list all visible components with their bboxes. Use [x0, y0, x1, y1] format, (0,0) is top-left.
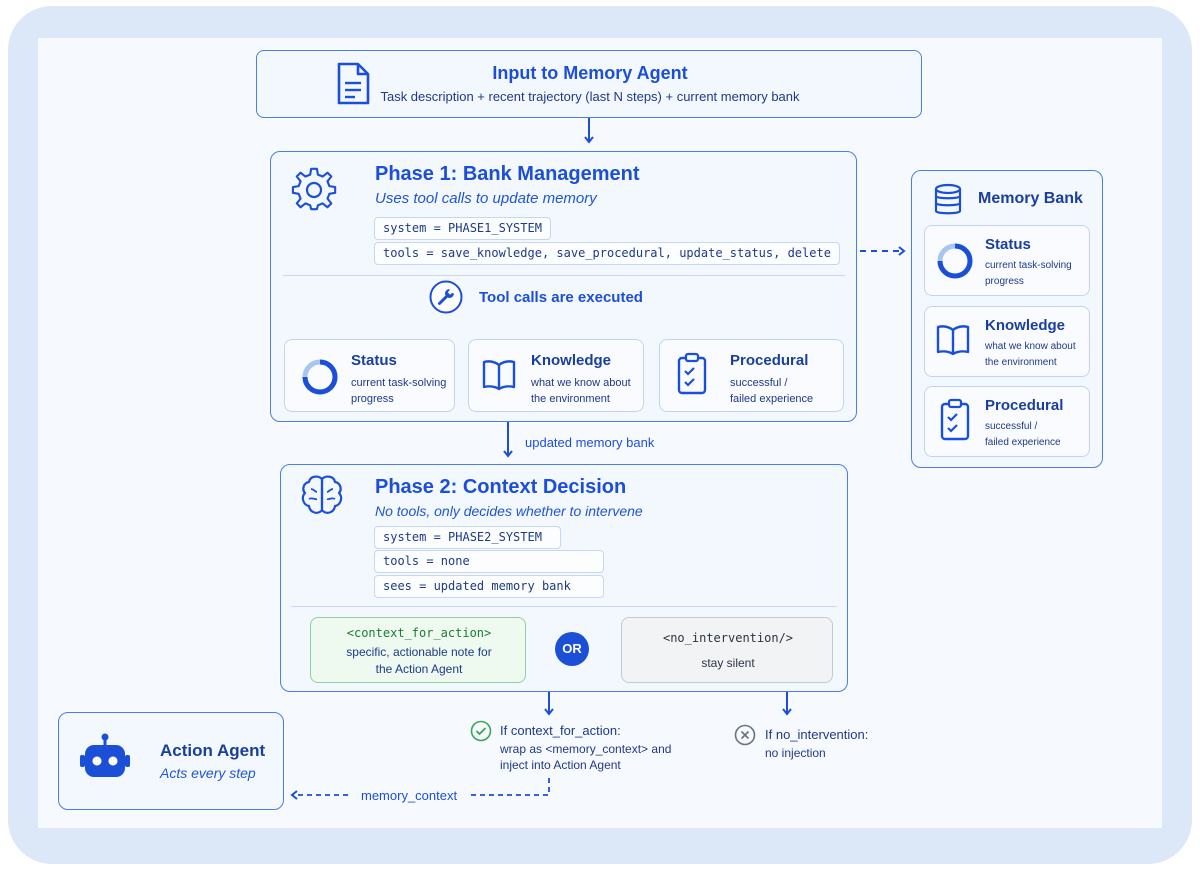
memory-bank-procedural-line2: failed experience [985, 437, 1061, 448]
gear-icon [291, 167, 337, 211]
phase1-knowledge-card: Knowledge what we know about the environ… [468, 339, 644, 412]
clipboard-check-icon [677, 352, 707, 395]
memory-bank-knowledge-title: Knowledge [985, 317, 1066, 334]
memory-context-label: memory_context [361, 788, 458, 803]
action-agent-subtitle: Acts every step [160, 765, 256, 781]
or-label: OR [562, 641, 582, 656]
phase1-system-code: system = PHASE1_SYSTEM [374, 217, 551, 240]
check-circle-icon [470, 720, 492, 742]
no-intervention-tag: <no_intervention/> [662, 631, 794, 645]
memory-bank-status-line2: progress [985, 276, 1024, 287]
phase2-subtitle: No tools, only decides whether to interv… [375, 503, 643, 519]
phase1-knowledge-title: Knowledge [531, 352, 612, 369]
memory-bank-procedural-title: Procedural [985, 397, 1064, 414]
memory-bank-status-line1: current task-solving [985, 260, 1072, 271]
robot-icon [80, 733, 130, 777]
brain-icon [301, 475, 343, 514]
clipboard-check-icon [940, 398, 970, 441]
phase1-tools-code: tools = save_knowledge, save_procedural,… [374, 242, 840, 265]
action-agent-title: Action Agent [160, 741, 266, 760]
memory-bank-panel: Memory Bank Status current task-solving … [911, 170, 1103, 468]
phase2-system-code: system = PHASE2_SYSTEM [374, 526, 561, 549]
input-box: Input to Memory Agent Task description +… [256, 50, 922, 118]
phase2-sees-code: sees = updated memory bank [374, 575, 604, 598]
phase1-status-line2: progress [351, 393, 394, 405]
phase1-status-title: Status [351, 352, 397, 369]
memory-bank-status-card: Status current task-solving progress [924, 225, 1090, 296]
memory-bank-title: Memory Bank [978, 190, 1083, 207]
phase1-title: Phase 1: Bank Management [375, 163, 640, 185]
phase1-divider [283, 275, 845, 276]
phase1-procedural-title: Procedural [730, 352, 809, 369]
phase2-tools-code: tools = none [374, 550, 604, 573]
phase2-box: Phase 2: Context Decision No tools, only… [280, 464, 848, 692]
phase1-status-card: Status current task-solving progress [284, 339, 455, 412]
outcome-a-line2: wrap as <memory_context> and [500, 742, 672, 756]
phase2-title: Phase 2: Context Decision [375, 476, 627, 498]
input-title: Input to Memory Agent [492, 63, 688, 83]
memory-bank-status-title: Status [985, 236, 1031, 253]
x-circle-icon [734, 724, 756, 746]
updated-memory-bank-label: updated memory bank [525, 435, 655, 450]
phase2-divider [291, 606, 837, 607]
phase1-procedural-line1: successful / [730, 377, 788, 389]
memory-bank-knowledge-card: Knowledge what we know about the environ… [924, 306, 1090, 377]
phase1-knowledge-line2: the environment [531, 393, 610, 405]
no-intervention-line1: stay silent [701, 656, 755, 670]
context-for-action-tag: <context_for_action> [346, 626, 492, 640]
phase1-procedural-card: Procedural successful / failed experienc… [659, 339, 844, 412]
arrow-memory-context-to-action-agent [290, 778, 550, 800]
memory-bank-procedural-line1: successful / [985, 421, 1038, 432]
context-for-action-line1: specific, actionable note for [346, 645, 492, 659]
outcome-b-line1: If no_intervention: [765, 727, 869, 742]
book-icon [482, 360, 516, 391]
outcome-b-line2: no injection [765, 746, 826, 760]
database-icon [934, 183, 962, 215]
tool-calls-executed-label: Tool calls are executed [479, 289, 643, 306]
progress-ring-icon [937, 243, 973, 279]
phase1-procedural-line2: failed experience [730, 393, 814, 405]
wrench-icon [429, 280, 463, 314]
or-badge: OR [555, 632, 589, 666]
progress-ring-icon [302, 359, 338, 395]
phase1-box: Phase 1: Bank Management Uses tool calls… [270, 151, 857, 422]
outcome-a-line1: If context_for_action: [500, 723, 621, 738]
phase1-knowledge-line1: what we know about [531, 377, 631, 389]
memory-bank-knowledge-line2: the environment [985, 357, 1057, 368]
outcome-a-line3: inject into Action Agent [500, 758, 621, 772]
context-for-action-line2: the Action Agent [375, 662, 463, 676]
document-icon [337, 62, 370, 105]
phase1-subtitle: Uses tool calls to update memory [375, 190, 597, 207]
action-agent-box: Action Agent Acts every step [58, 712, 284, 810]
memory-bank-procedural-card: Procedural successful / failed experienc… [924, 386, 1090, 457]
phase1-status-line1: current task-solving [351, 377, 447, 389]
context-for-action-option: <context_for_action> specific, actionabl… [310, 617, 526, 683]
input-subtitle: Task description + recent trajectory (la… [380, 89, 800, 104]
book-icon [936, 325, 970, 356]
no-intervention-option: <no_intervention/> stay silent [621, 617, 833, 683]
memory-bank-knowledge-line1: what we know about [985, 341, 1076, 352]
